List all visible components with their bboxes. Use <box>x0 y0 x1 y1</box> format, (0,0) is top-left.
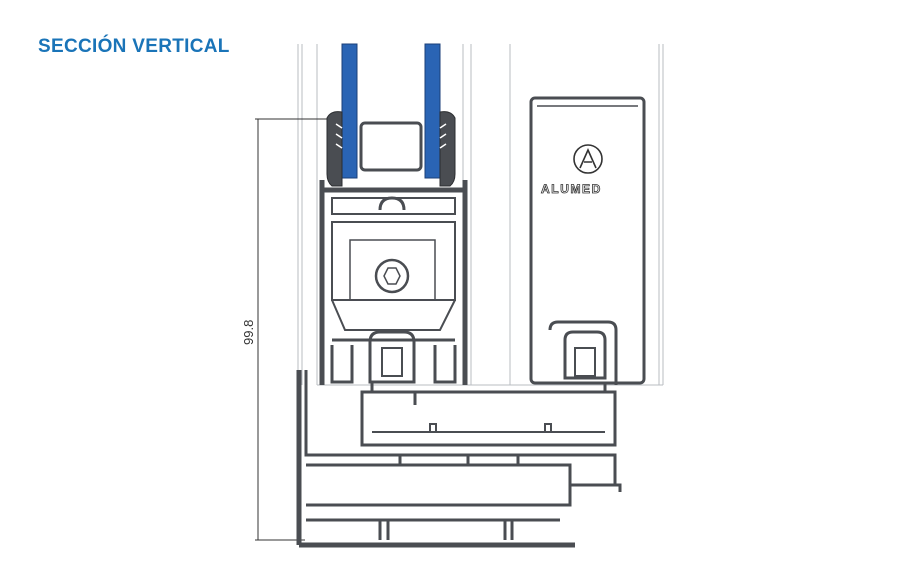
interlock-profile <box>529 96 646 385</box>
sash-profile <box>319 180 468 385</box>
brand-name: ALUMED <box>541 182 602 196</box>
glazing-gaskets <box>326 111 456 187</box>
glass-pane-left <box>341 43 358 179</box>
section-title: SECCIÓN VERTICAL <box>38 36 230 57</box>
sash-fixing-screw <box>374 258 410 294</box>
glazing-spacer <box>359 121 423 172</box>
track-rail-profile <box>296 370 622 548</box>
glass-panes <box>341 43 441 179</box>
dimension-label: 99.8 <box>241 320 256 345</box>
dimension-line <box>255 118 330 541</box>
glass-pane-right <box>424 43 441 179</box>
alumed-logo-icon <box>573 144 603 174</box>
